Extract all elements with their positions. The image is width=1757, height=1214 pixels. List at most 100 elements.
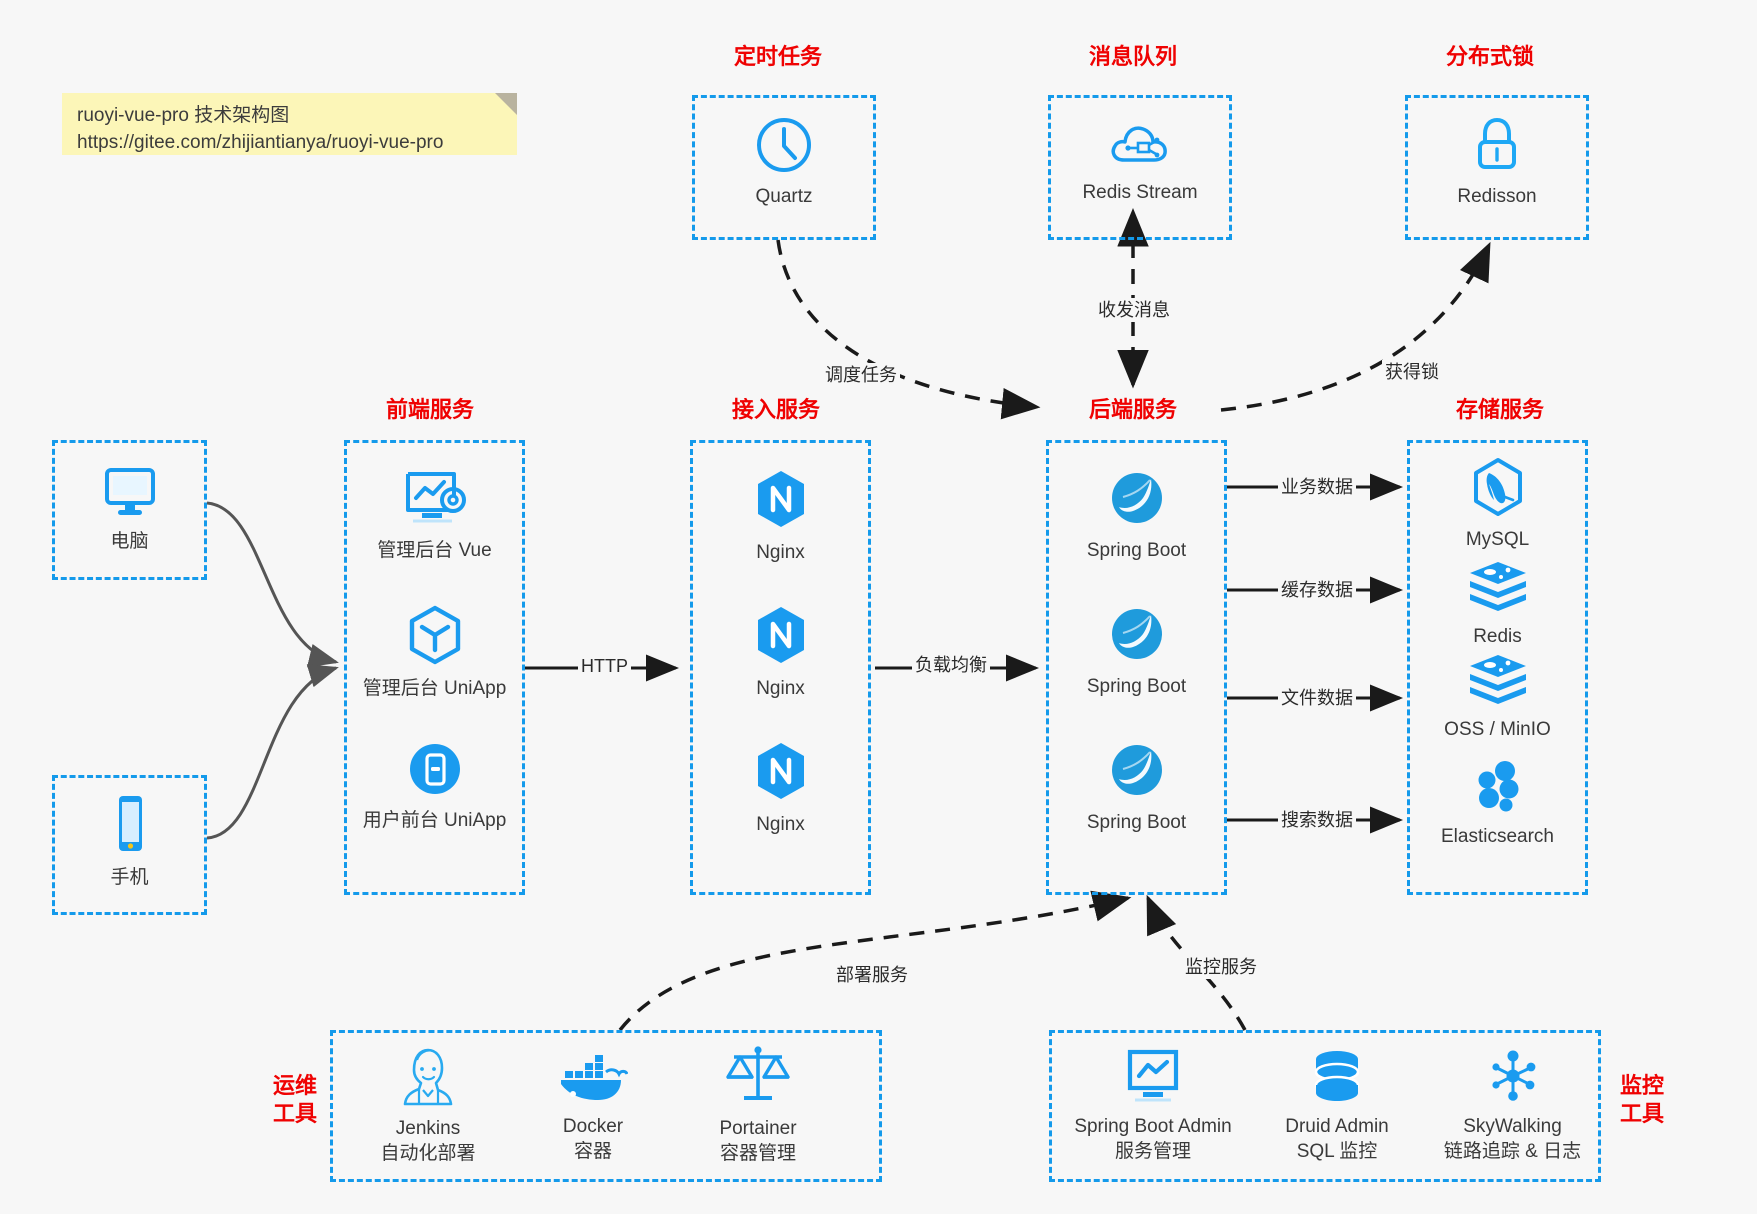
monitor-chart-icon bbox=[1123, 1048, 1183, 1109]
group-box-gateway bbox=[690, 440, 871, 895]
nginx-icon bbox=[752, 468, 810, 535]
clock-icon bbox=[755, 116, 813, 179]
edge-label-http: HTTP bbox=[578, 654, 631, 678]
group-title-gateway: 接入服务 bbox=[731, 397, 820, 422]
lock-icon bbox=[1471, 116, 1523, 179]
node-nginx-3: Nginx bbox=[690, 740, 871, 837]
node-sublabel: SQL 监控 bbox=[1296, 1141, 1378, 1162]
node-label: Redis Stream bbox=[1082, 182, 1198, 203]
node-label: 电脑 bbox=[110, 531, 149, 552]
node-mobile: 手机 bbox=[52, 793, 207, 890]
node-oss-minio: OSS / MinIO bbox=[1407, 653, 1588, 742]
edge-label-file-data: 文件数据 bbox=[1278, 686, 1356, 710]
node-label: SkyWalking bbox=[1463, 1116, 1562, 1137]
node-sublabel: 链路追踪 & 日志 bbox=[1443, 1141, 1582, 1162]
edge-label-search-data: 搜索数据 bbox=[1278, 808, 1356, 832]
node-label: Redis bbox=[1473, 626, 1522, 647]
redis-icon bbox=[1467, 560, 1529, 619]
group-box-backend bbox=[1046, 440, 1227, 895]
node-spring-boot-admin: Spring Boot Admin 服务管理 bbox=[1058, 1048, 1248, 1164]
uniapp-mobile-icon bbox=[406, 740, 464, 803]
group-title-frontend: 前端服务 bbox=[385, 397, 474, 422]
node-label: Nginx bbox=[756, 678, 805, 699]
edge-label-business-data: 业务数据 bbox=[1278, 475, 1356, 499]
node-label: 手机 bbox=[110, 867, 149, 888]
admin-dashboard-icon bbox=[402, 468, 468, 533]
group-box-storage bbox=[1407, 440, 1588, 895]
node-label: Spring Boot bbox=[1086, 812, 1187, 833]
node-spring-boot-3: Spring Boot bbox=[1046, 740, 1227, 835]
note-fold-corner bbox=[495, 93, 517, 115]
group-title-storage: 存储服务 bbox=[1455, 397, 1544, 422]
node-computer: 电脑 bbox=[52, 465, 207, 554]
node-label: MySQL bbox=[1465, 529, 1530, 550]
group-box-frontend bbox=[344, 440, 525, 895]
nginx-icon bbox=[752, 740, 810, 807]
note-line-1: ruoyi-vue-pro 技术架构图 bbox=[77, 105, 290, 126]
edge-label-monitor-service: 监控服务 bbox=[1182, 955, 1260, 979]
node-quartz: Quartz bbox=[692, 116, 876, 209]
node-admin-vue: 管理后台 Vue bbox=[344, 468, 525, 563]
group-box-monitor bbox=[1049, 1030, 1601, 1182]
node-label: Nginx bbox=[756, 542, 805, 563]
uniapp-cube-icon bbox=[405, 604, 465, 671]
spring-boot-icon bbox=[1107, 604, 1167, 669]
node-label: Portainer bbox=[719, 1118, 797, 1139]
node-mysql: MySQL bbox=[1407, 457, 1588, 552]
database-icon bbox=[1309, 1048, 1365, 1109]
note-line-2: https://gitee.com/zhijiantianya/ruoyi-vu… bbox=[77, 132, 444, 153]
jenkins-icon bbox=[399, 1044, 457, 1111]
node-label: Spring Boot Admin bbox=[1074, 1116, 1232, 1137]
node-skywalking: SkyWalking 链路追踪 & 日志 bbox=[1425, 1048, 1600, 1164]
group-box-message-queue bbox=[1048, 95, 1232, 240]
edge-label-acquire-lock: 获得锁 bbox=[1382, 360, 1442, 384]
node-docker: Docker 容器 bbox=[510, 1050, 676, 1164]
node-admin-uniapp: 管理后台 UniApp bbox=[344, 604, 525, 701]
node-label: Redisson bbox=[1457, 186, 1537, 207]
spring-boot-icon bbox=[1107, 740, 1167, 805]
edge-label-cache-data: 缓存数据 bbox=[1278, 578, 1356, 602]
node-label: 用户前台 UniApp bbox=[362, 810, 507, 831]
docker-icon bbox=[558, 1050, 629, 1109]
edge-label-send-receive-message: 收发消息 bbox=[1095, 298, 1173, 322]
node-redis: Redis bbox=[1407, 560, 1588, 649]
mysql-icon bbox=[1469, 457, 1527, 522]
node-label: OSS / MinIO bbox=[1444, 719, 1551, 740]
skywalking-icon bbox=[1484, 1048, 1542, 1109]
node-sublabel: 容器管理 bbox=[719, 1143, 796, 1164]
node-portainer: Portainer 容器管理 bbox=[675, 1044, 841, 1166]
node-label: Docker bbox=[562, 1116, 624, 1137]
node-label: Elasticsearch bbox=[1441, 826, 1554, 847]
group-title-distributed-lock: 分布式锁 bbox=[1445, 44, 1534, 69]
nginx-icon bbox=[752, 604, 810, 671]
group-title-monitor: 监控 工具 bbox=[1619, 1073, 1664, 1126]
edge-label-load-balance: 负载均衡 bbox=[912, 653, 990, 677]
client-box-computer bbox=[52, 440, 207, 580]
node-label: Spring Boot bbox=[1086, 540, 1187, 561]
node-label: 管理后台 Vue bbox=[377, 540, 492, 561]
desktop-computer-icon bbox=[101, 465, 159, 524]
group-title-devops: 运维 工具 bbox=[272, 1073, 317, 1126]
sticky-note: ruoyi-vue-pro 技术架构图 https://gitee.com/zh… bbox=[62, 93, 517, 155]
node-druid-admin: Druid Admin SQL 监控 bbox=[1262, 1048, 1412, 1164]
node-elasticsearch: Elasticsearch bbox=[1407, 758, 1588, 849]
node-spring-boot-1: Spring Boot bbox=[1046, 468, 1227, 563]
group-box-scheduled-task bbox=[692, 95, 876, 240]
node-nginx-1: Nginx bbox=[690, 468, 871, 565]
node-label: 管理后台 UniApp bbox=[362, 678, 507, 699]
edge-label-schedule-task: 调度任务 bbox=[822, 363, 900, 387]
node-label: Spring Boot bbox=[1086, 676, 1187, 697]
node-redis-stream: Redis Stream bbox=[1048, 118, 1232, 205]
node-label: Jenkins bbox=[395, 1118, 461, 1139]
group-title-scheduled-task: 定时任务 bbox=[733, 44, 822, 69]
client-box-mobile bbox=[52, 775, 207, 915]
oss-minio-icon bbox=[1467, 653, 1529, 712]
node-label: Quartz bbox=[755, 186, 813, 207]
edge-label-deploy-service: 部署服务 bbox=[833, 963, 911, 987]
node-user-uniapp: 用户前台 UniApp bbox=[344, 740, 525, 833]
group-title-message-queue: 消息队列 bbox=[1088, 44, 1177, 69]
group-box-devops bbox=[330, 1030, 882, 1182]
node-redisson: Redisson bbox=[1405, 116, 1589, 209]
node-jenkins: Jenkins 自动化部署 bbox=[345, 1044, 511, 1166]
